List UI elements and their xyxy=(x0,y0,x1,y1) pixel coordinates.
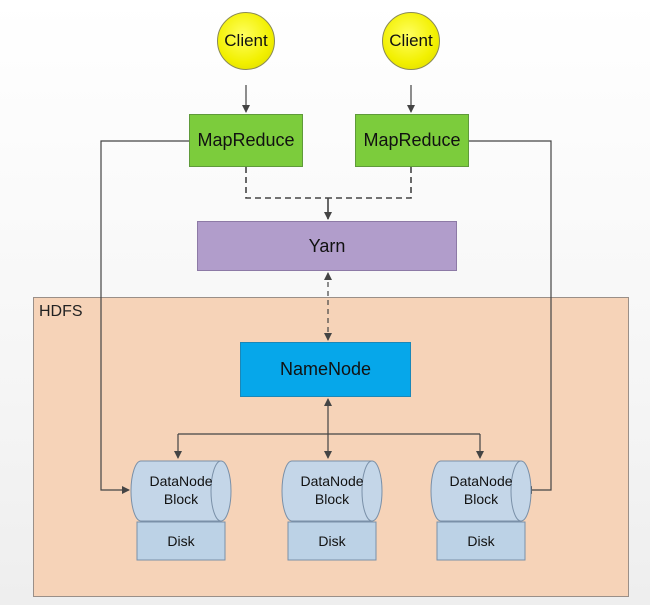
mapreduce-left-to-yarn-dashed xyxy=(245,167,328,199)
namenode-box: NameNode xyxy=(240,342,411,397)
block-label: Block xyxy=(314,491,350,507)
mapreduce-right-to-datanode-3 xyxy=(468,140,552,494)
disk-label: Disk xyxy=(467,533,495,549)
datanode-shape xyxy=(130,460,232,561)
client-node: Client xyxy=(382,12,440,70)
client-label: Client xyxy=(224,31,268,50)
block-label: Block xyxy=(463,491,499,507)
mapreduce-label: MapReduce xyxy=(363,130,461,150)
client-label: Client xyxy=(389,31,433,50)
block-label: Block xyxy=(163,491,199,507)
mapreduce-label: MapReduce xyxy=(197,130,295,150)
hdfs-label: HDFS xyxy=(39,303,83,320)
mapreduce-right-to-yarn-dashed xyxy=(328,167,412,199)
client-node: Client xyxy=(217,12,275,70)
datanode-label: DataNode xyxy=(149,473,213,489)
yarn-box: Yarn xyxy=(197,221,457,271)
datanode-1: DataNode Block Disk xyxy=(129,460,233,562)
datanode-shape xyxy=(281,460,383,561)
disk-label: Disk xyxy=(167,533,195,549)
mapreduce-box: MapReduce xyxy=(189,114,303,167)
datanode-shape xyxy=(430,460,532,561)
disk-label: Disk xyxy=(318,533,346,549)
yarn-label: Yarn xyxy=(308,235,346,256)
datanode-2: DataNode Block Disk xyxy=(280,460,384,562)
namenode-label: NameNode xyxy=(279,359,372,379)
mapreduce-box: MapReduce xyxy=(355,114,469,167)
mapreduce-left-to-datanode-1 xyxy=(100,140,189,494)
datanode-label: DataNode xyxy=(449,473,513,489)
datanode-3: DataNode Block Disk xyxy=(429,460,533,562)
datanode-label: DataNode xyxy=(300,473,364,489)
